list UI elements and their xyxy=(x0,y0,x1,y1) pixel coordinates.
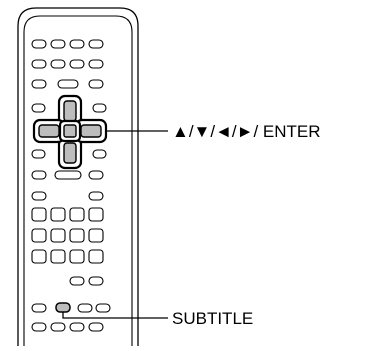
remote-button xyxy=(31,303,47,313)
remote-button xyxy=(57,79,79,89)
remote-button xyxy=(50,39,66,49)
dpad-side-buttons xyxy=(31,103,107,159)
dpad-left-button xyxy=(38,124,60,138)
subtitle-callout-line xyxy=(62,312,168,319)
dpad-right-button xyxy=(80,124,102,138)
button-row-1 xyxy=(31,39,104,49)
remote-button xyxy=(31,59,47,69)
button-row-2 xyxy=(31,59,104,69)
dpad-callout-label: ▲/▼/◄/►/ ENTER xyxy=(172,122,321,141)
keypad-key xyxy=(50,207,66,222)
remote-button xyxy=(31,170,47,180)
remote-button xyxy=(88,322,104,332)
keypad-key xyxy=(88,207,104,222)
keypad-key xyxy=(50,228,66,243)
remote-button xyxy=(88,39,104,49)
button-row-8 xyxy=(31,322,104,332)
remote-button xyxy=(95,303,111,313)
remote-button xyxy=(31,322,47,332)
remote-button xyxy=(77,303,93,313)
dpad-up-button xyxy=(63,100,77,122)
keypad-key xyxy=(69,249,85,264)
remote-button xyxy=(31,103,46,113)
remote-button xyxy=(31,149,46,159)
remote-button xyxy=(88,276,104,286)
keypad-key xyxy=(31,228,47,243)
keypad-key xyxy=(69,228,85,243)
keypad-key xyxy=(31,249,47,264)
keypad-key xyxy=(69,207,85,222)
remote-button xyxy=(88,59,104,69)
keypad-key xyxy=(31,207,47,222)
keypad-key xyxy=(50,249,66,264)
button-row-5 xyxy=(31,191,104,201)
remote-button xyxy=(88,170,104,180)
remote-button xyxy=(31,79,47,89)
dpad-enter-button xyxy=(63,124,77,138)
remote-button xyxy=(88,79,104,89)
remote-button xyxy=(54,170,82,180)
keypad-key xyxy=(88,228,104,243)
remote-button xyxy=(69,322,85,332)
button-row-4 xyxy=(31,170,104,180)
keypad-key xyxy=(88,249,104,264)
dpad-down-button xyxy=(63,142,77,164)
remote-button xyxy=(92,103,107,113)
subtitle-button xyxy=(55,302,71,313)
remote-button xyxy=(69,39,85,49)
remote-button xyxy=(31,191,47,201)
remote-button xyxy=(69,276,85,286)
subtitle-callout-label: SUBTITLE xyxy=(172,309,254,328)
button-row-3 xyxy=(31,79,104,89)
dpad-cluster xyxy=(32,94,108,170)
button-row-6 xyxy=(69,276,104,286)
remote-body-inner xyxy=(23,15,133,346)
remote-button xyxy=(50,59,66,69)
remote-button xyxy=(31,39,47,49)
remote-button xyxy=(69,59,85,69)
remote-button xyxy=(88,191,104,201)
numeric-keypad xyxy=(31,207,104,264)
remote-button xyxy=(50,322,66,332)
remote-button xyxy=(92,149,107,159)
